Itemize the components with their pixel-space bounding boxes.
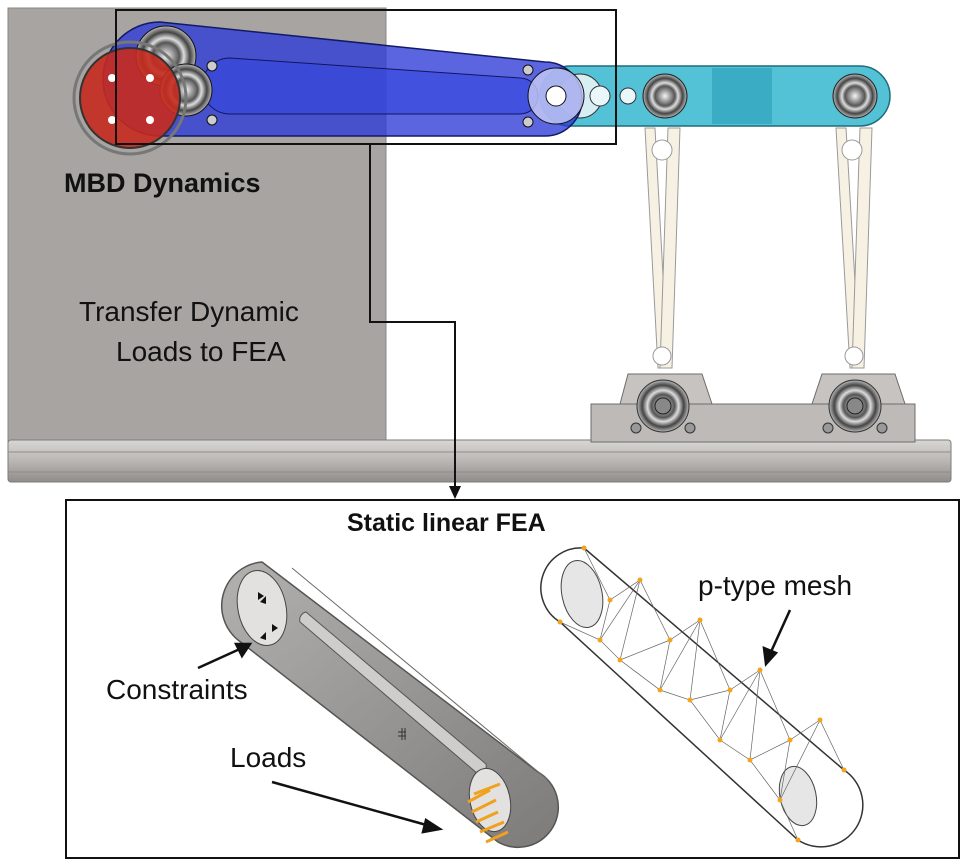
mesh-label: p-type mesh [698,570,853,601]
mbd-dynamics-label: MBD Dynamics [64,168,261,198]
floor-rail [7,439,952,483]
loads-arrow [271,780,431,828]
vertical-rods [644,127,873,369]
transfer-arrow [369,144,461,499]
transfer-label-line2: Loads to FEA [116,336,286,367]
mesh-arrow [768,609,792,655]
mbd-highlight-box [115,9,617,145]
mbd-assembly [7,7,952,483]
load-arrows [467,782,509,844]
fea-title: Static linear FEA [347,509,546,537]
loads-label: Loads [230,742,307,773]
mesh-nodes [557,545,847,843]
constraint-markers [258,592,278,640]
fea-part-constrained [220,561,560,849]
cyan-link [539,65,891,127]
red-crank [72,40,188,156]
constraints-arrow [197,646,243,670]
constraints-label: Constraints [106,674,248,705]
callout-arrows [197,609,792,834]
base-mount [590,373,916,443]
transfer-label-line1: Transfer Dynamic [79,296,299,327]
fea-part-mesh [540,545,864,848]
